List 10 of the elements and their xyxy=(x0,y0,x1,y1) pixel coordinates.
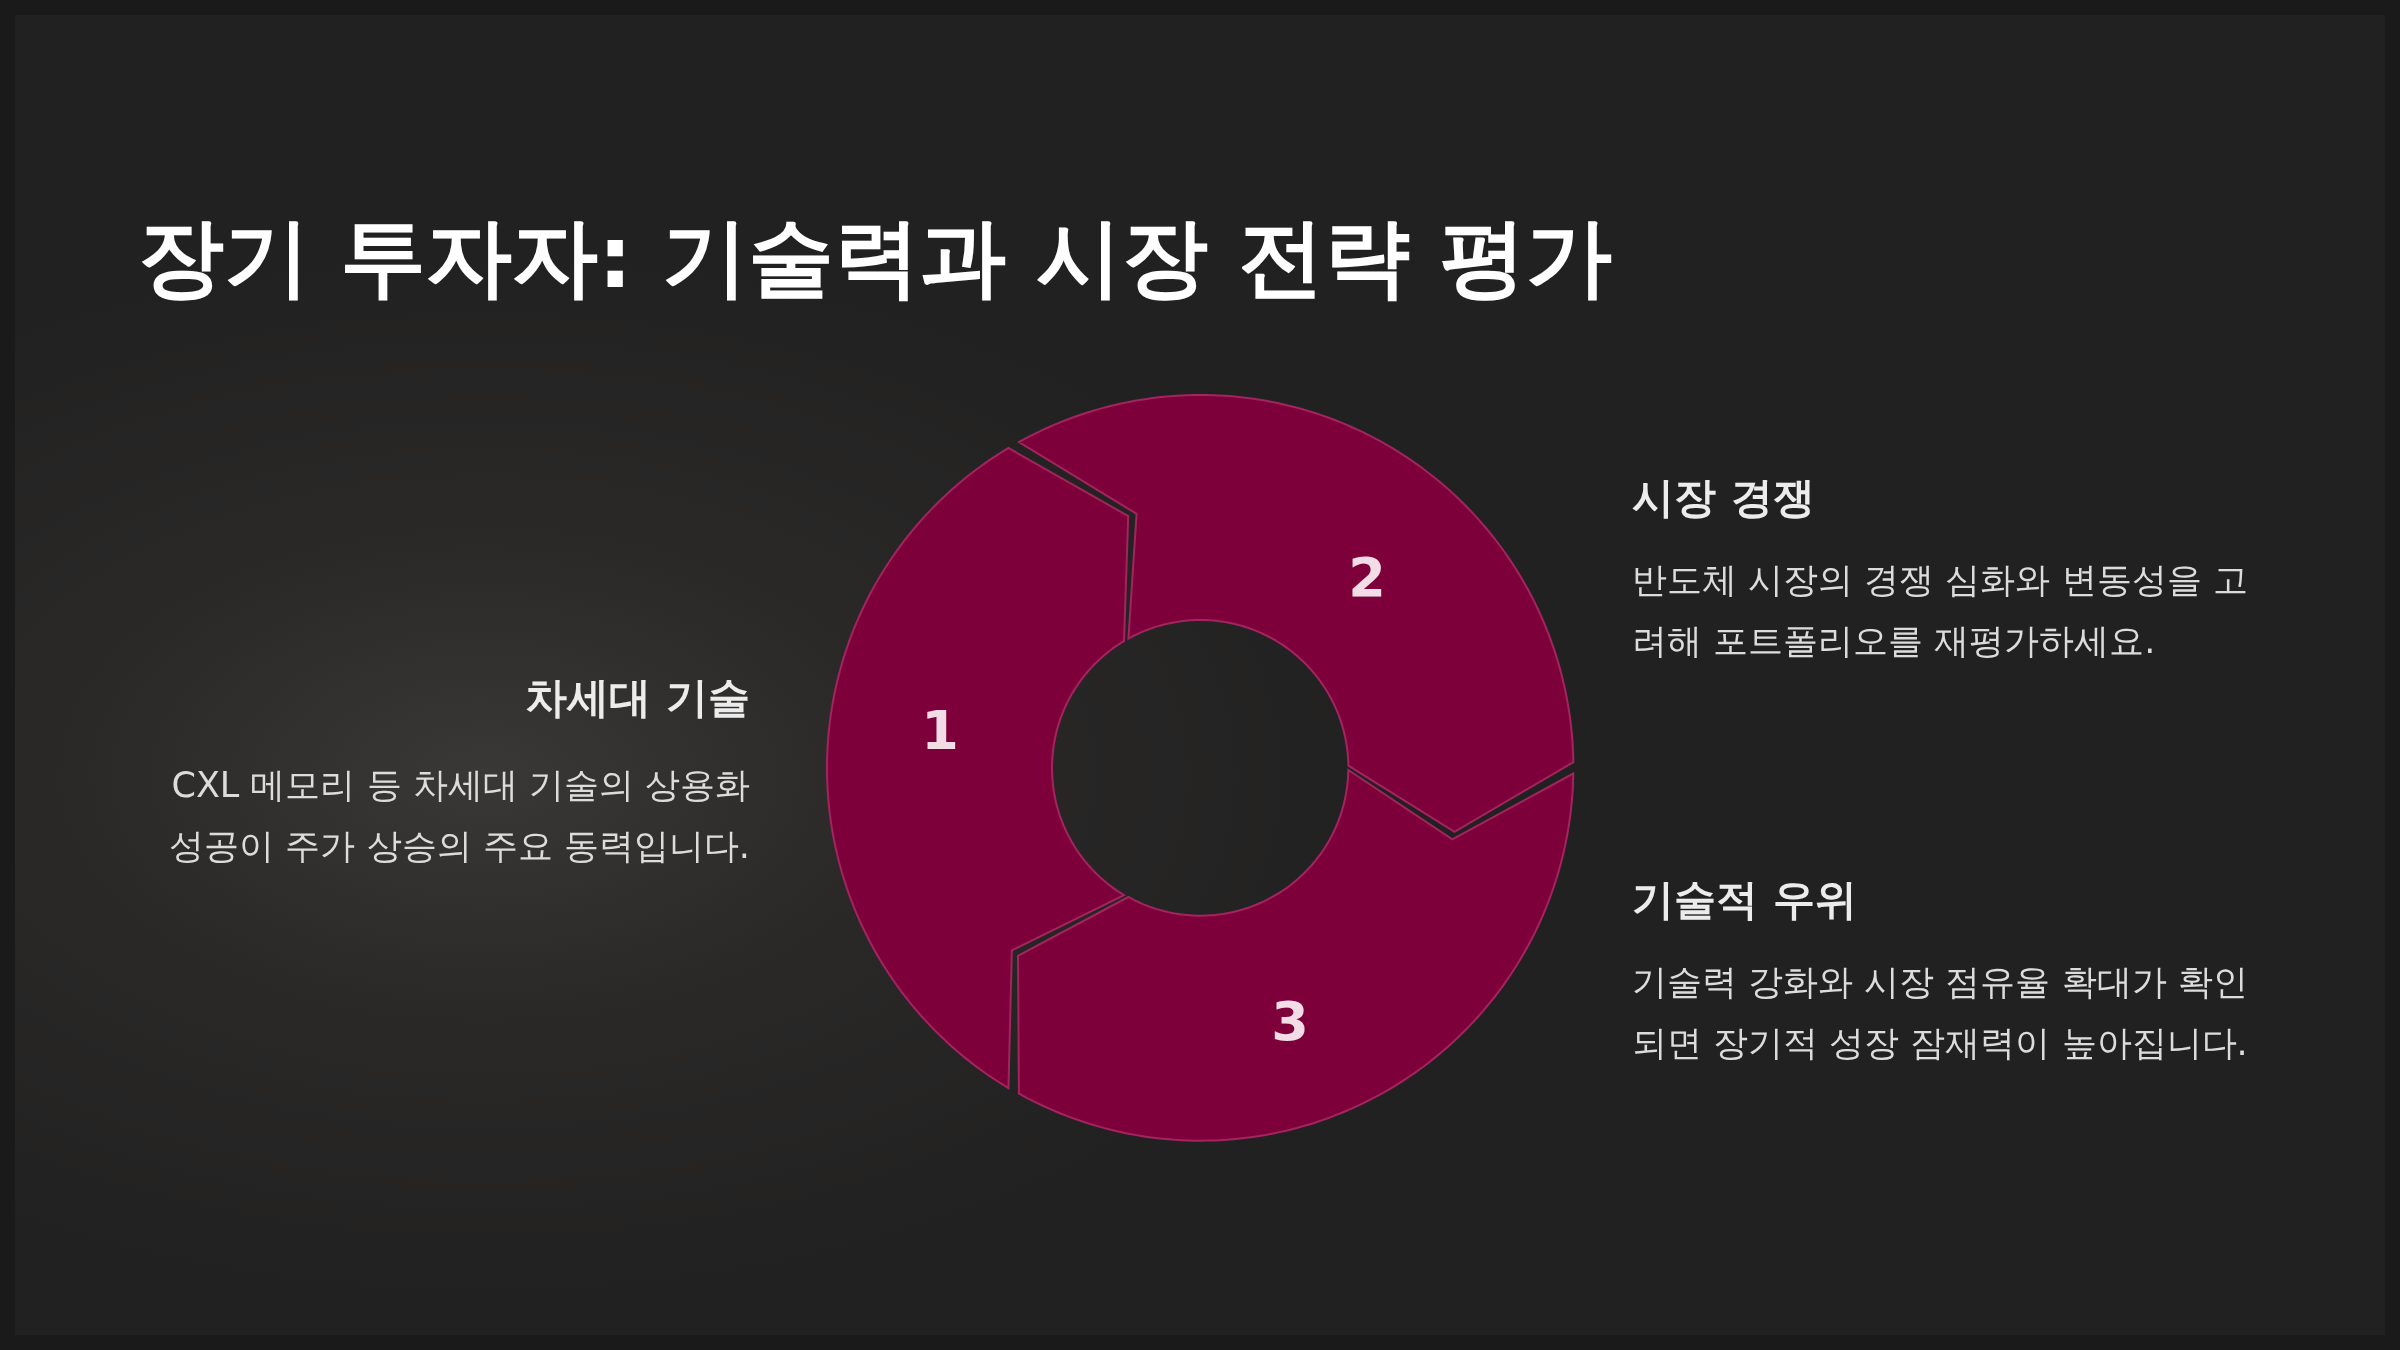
section-heading: 기술적 우위 xyxy=(1632,874,1858,926)
description-text: CXL 메모리 등 차세대 기술의 상용화 성공이 주가 상승의 주요 동력입니다. xyxy=(168,764,750,868)
slide-title: 장기 투자자: 기술력과 시장 전략 평가 xyxy=(138,206,1613,309)
segment-number: 3 xyxy=(1271,989,1309,1053)
segment-number: 1 xyxy=(921,698,959,762)
section-heading: 시장 경쟁 xyxy=(1632,472,1816,524)
description-text: 기술력 강화와 시장 점유율 확대가 확인되면 장기적 성장 잠재력이 높아집니다. xyxy=(1632,961,2249,1065)
description-text: 반도체 시장의 경쟁 심화와 변동성을 고려해 포트폴리오를 재평가하세요. xyxy=(1632,559,2249,663)
segment-number: 2 xyxy=(1348,545,1386,609)
section-heading: 차세대 기술 xyxy=(524,672,750,724)
